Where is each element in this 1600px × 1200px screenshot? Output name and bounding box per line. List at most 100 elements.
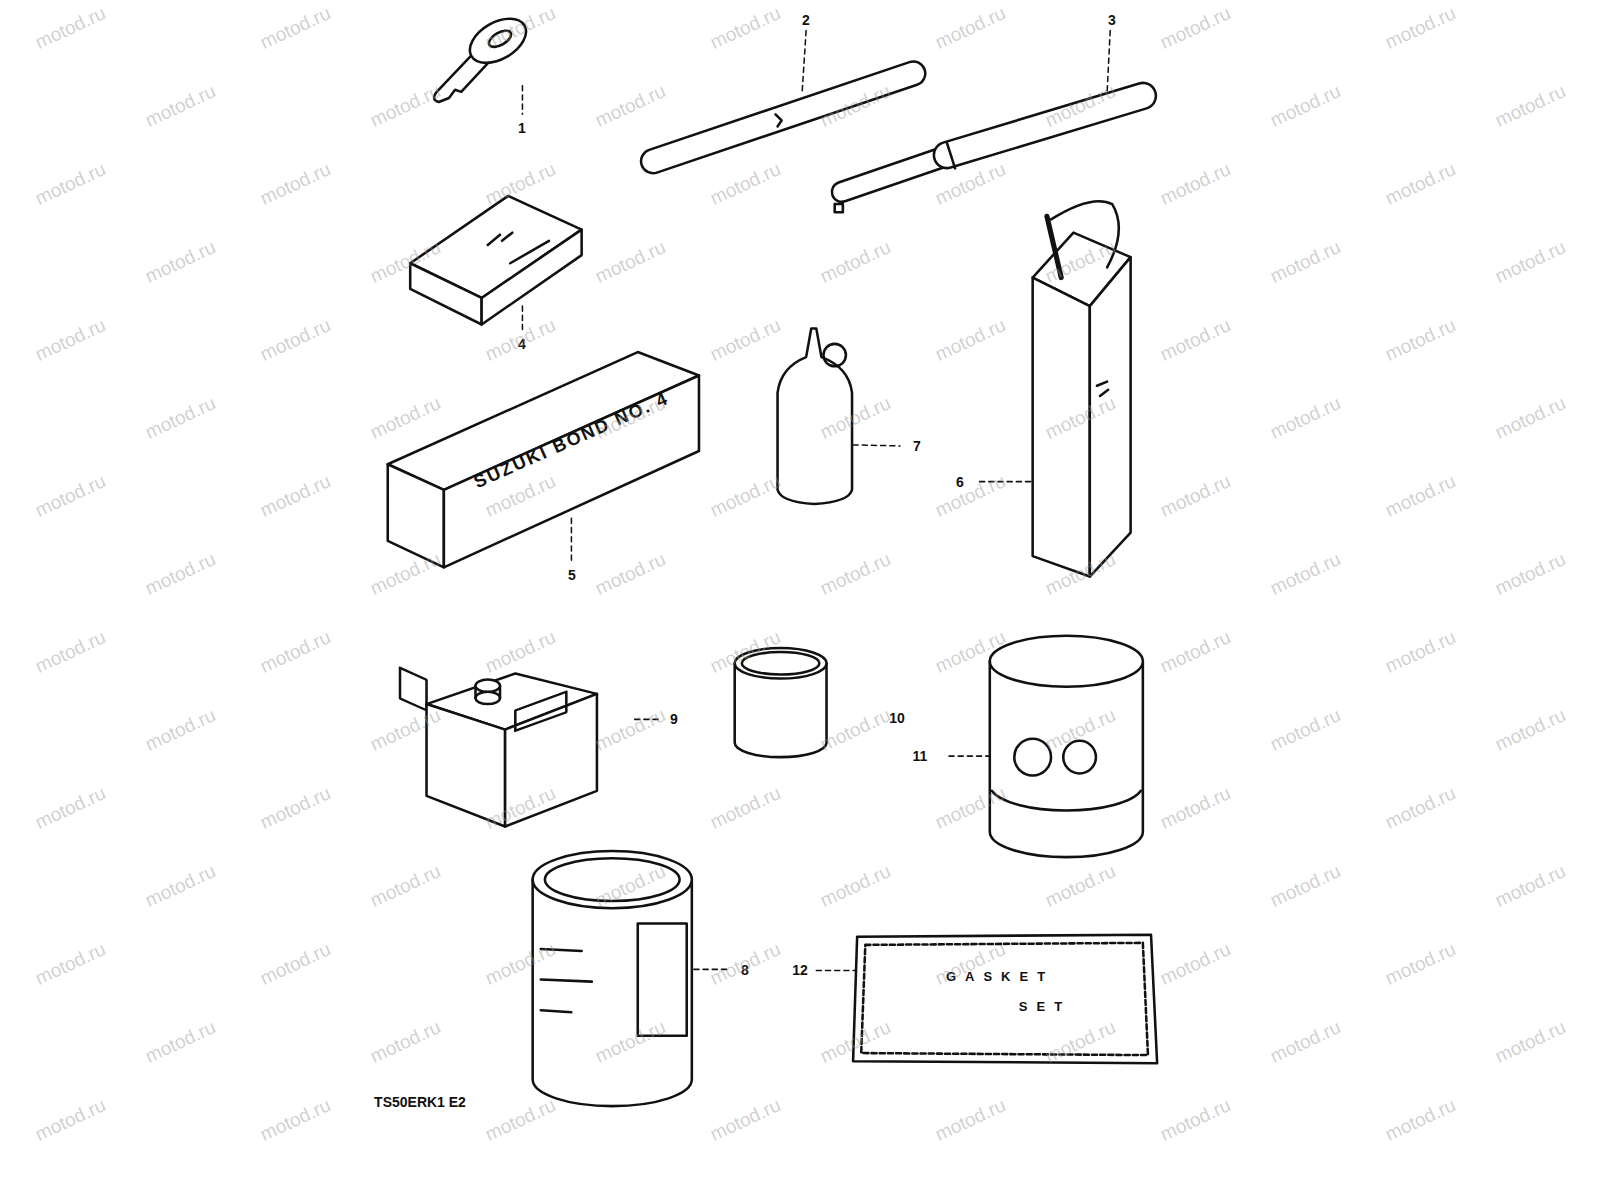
watermark: motod.ru [256, 1094, 333, 1146]
watermark: motod.ru [31, 158, 108, 210]
watermark: motod.ru [706, 158, 783, 210]
leader-lines [522, 31, 1110, 971]
watermark: motod.ru [1491, 80, 1568, 132]
watermark: motod.ru [31, 2, 108, 54]
watermark: motod.ru [1156, 1094, 1233, 1146]
watermark: motod.ru [1491, 1016, 1568, 1068]
watermark: motod.ru [141, 704, 218, 756]
watermark: motod.ru [591, 80, 668, 132]
callout-number: 7 [913, 438, 921, 454]
watermark: motod.ru [1266, 704, 1343, 756]
watermark: motod.ru [816, 236, 893, 288]
watermark: motod.ru [706, 2, 783, 54]
watermark: motod.ru [1041, 860, 1118, 912]
watermark: motod.ru [706, 938, 783, 990]
gasket-set-drawing [853, 935, 1157, 1064]
watermark: motod.ru [591, 236, 668, 288]
watermark: motod.ru [706, 782, 783, 834]
callout-number: 5 [568, 567, 576, 583]
watermark: motod.ru [816, 704, 893, 756]
watermark: motod.ru [366, 80, 443, 132]
watermark: motod.ru [1381, 782, 1458, 834]
watermark: motod.ru [1381, 158, 1458, 210]
watermark: motod.ru [706, 1094, 783, 1146]
small-tin-drawing [735, 648, 827, 757]
watermark: motod.ru [1266, 548, 1343, 600]
rod-drawing [653, 73, 913, 161]
watermark: motod.ru [1156, 626, 1233, 678]
watermark: motod.ru [591, 704, 668, 756]
watermark: motod.ru [256, 626, 333, 678]
watermark: motod.ru [1156, 938, 1233, 990]
callout-number: 12 [792, 962, 808, 978]
pump-drawing [835, 96, 1143, 212]
watermark: motod.ru [1266, 80, 1343, 132]
watermark: motod.ru [1156, 470, 1233, 522]
grease-can-drawing [533, 851, 692, 1106]
watermark: motod.ru [706, 470, 783, 522]
watermark: motod.ru [1266, 1016, 1343, 1068]
figure-code: TS50ERK1 E2 [374, 1094, 466, 1110]
callout-number: 11 [913, 748, 928, 764]
watermark: motod.ru [1381, 938, 1458, 990]
callout-number: 2 [802, 12, 810, 28]
watermark: motod.ru [366, 548, 443, 600]
watermark: motod.ru [256, 314, 333, 366]
watermark: motod.ru [1491, 548, 1568, 600]
callout-number: 3 [1108, 12, 1116, 28]
tall-box-drawing [1033, 201, 1131, 576]
watermark: motod.ru [1491, 236, 1568, 288]
watermark: motod.ru [141, 392, 218, 444]
watermark: motod.ru [1491, 704, 1568, 756]
watermark: motod.ru [1156, 2, 1233, 54]
watermark: motod.ru [931, 470, 1008, 522]
watermark: motod.ru [141, 860, 218, 912]
watermark: motod.ru [256, 2, 333, 54]
watermark: motod.ru [481, 626, 558, 678]
watermark: motod.ru [816, 860, 893, 912]
watermark: motod.ru [256, 782, 333, 834]
watermark: motod.ru [366, 1016, 443, 1068]
watermark: motod.ru [481, 1094, 558, 1146]
watermark: motod.ru [31, 626, 108, 678]
watermark: motod.ru [1381, 470, 1458, 522]
watermark: motod.ru [141, 80, 218, 132]
callout-number: 9 [670, 711, 678, 727]
watermark: motod.ru [931, 1094, 1008, 1146]
watermark: motod.ru [256, 470, 333, 522]
watermark: motod.ru [141, 236, 218, 288]
watermark: motod.ru [1266, 236, 1343, 288]
watermark: motod.ru [256, 158, 333, 210]
watermark: motod.ru [31, 938, 108, 990]
callout-number: 1 [518, 120, 526, 136]
watermark: motod.ru [591, 548, 668, 600]
watermark: motod.ru [31, 470, 108, 522]
watermark: motod.ru [481, 314, 558, 366]
watermark: motod.ru [816, 548, 893, 600]
watermark: motod.ru [1491, 860, 1568, 912]
watermark: motod.ru [931, 314, 1008, 366]
watermark: motod.ru [141, 548, 218, 600]
watermark: motod.ru [1491, 392, 1568, 444]
watermark: motod.ru [31, 314, 108, 366]
watermark: motod.ru [1381, 2, 1458, 54]
watermark: motod.ru [1156, 314, 1233, 366]
watermark: motod.ru [931, 2, 1008, 54]
large-can-drawing [990, 636, 1143, 857]
watermark: motod.ru [1266, 860, 1343, 912]
watermark: motod.ru [1156, 158, 1233, 210]
watermark: motod.ru [1381, 314, 1458, 366]
watermark: motod.ru [31, 1094, 108, 1146]
watermark: motod.ru [256, 938, 333, 990]
watermark: motod.ru [366, 860, 443, 912]
watermark: motod.ru [366, 392, 443, 444]
watermark: motod.ru [141, 1016, 218, 1068]
small-box-drawing [410, 196, 581, 325]
watermark: motod.ru [706, 314, 783, 366]
watermark: motod.ru [1381, 626, 1458, 678]
watermark: motod.ru [1156, 782, 1233, 834]
watermark: motod.ru [1381, 1094, 1458, 1146]
package-text: SET [1019, 999, 1071, 1014]
watermark: motod.ru [31, 782, 108, 834]
